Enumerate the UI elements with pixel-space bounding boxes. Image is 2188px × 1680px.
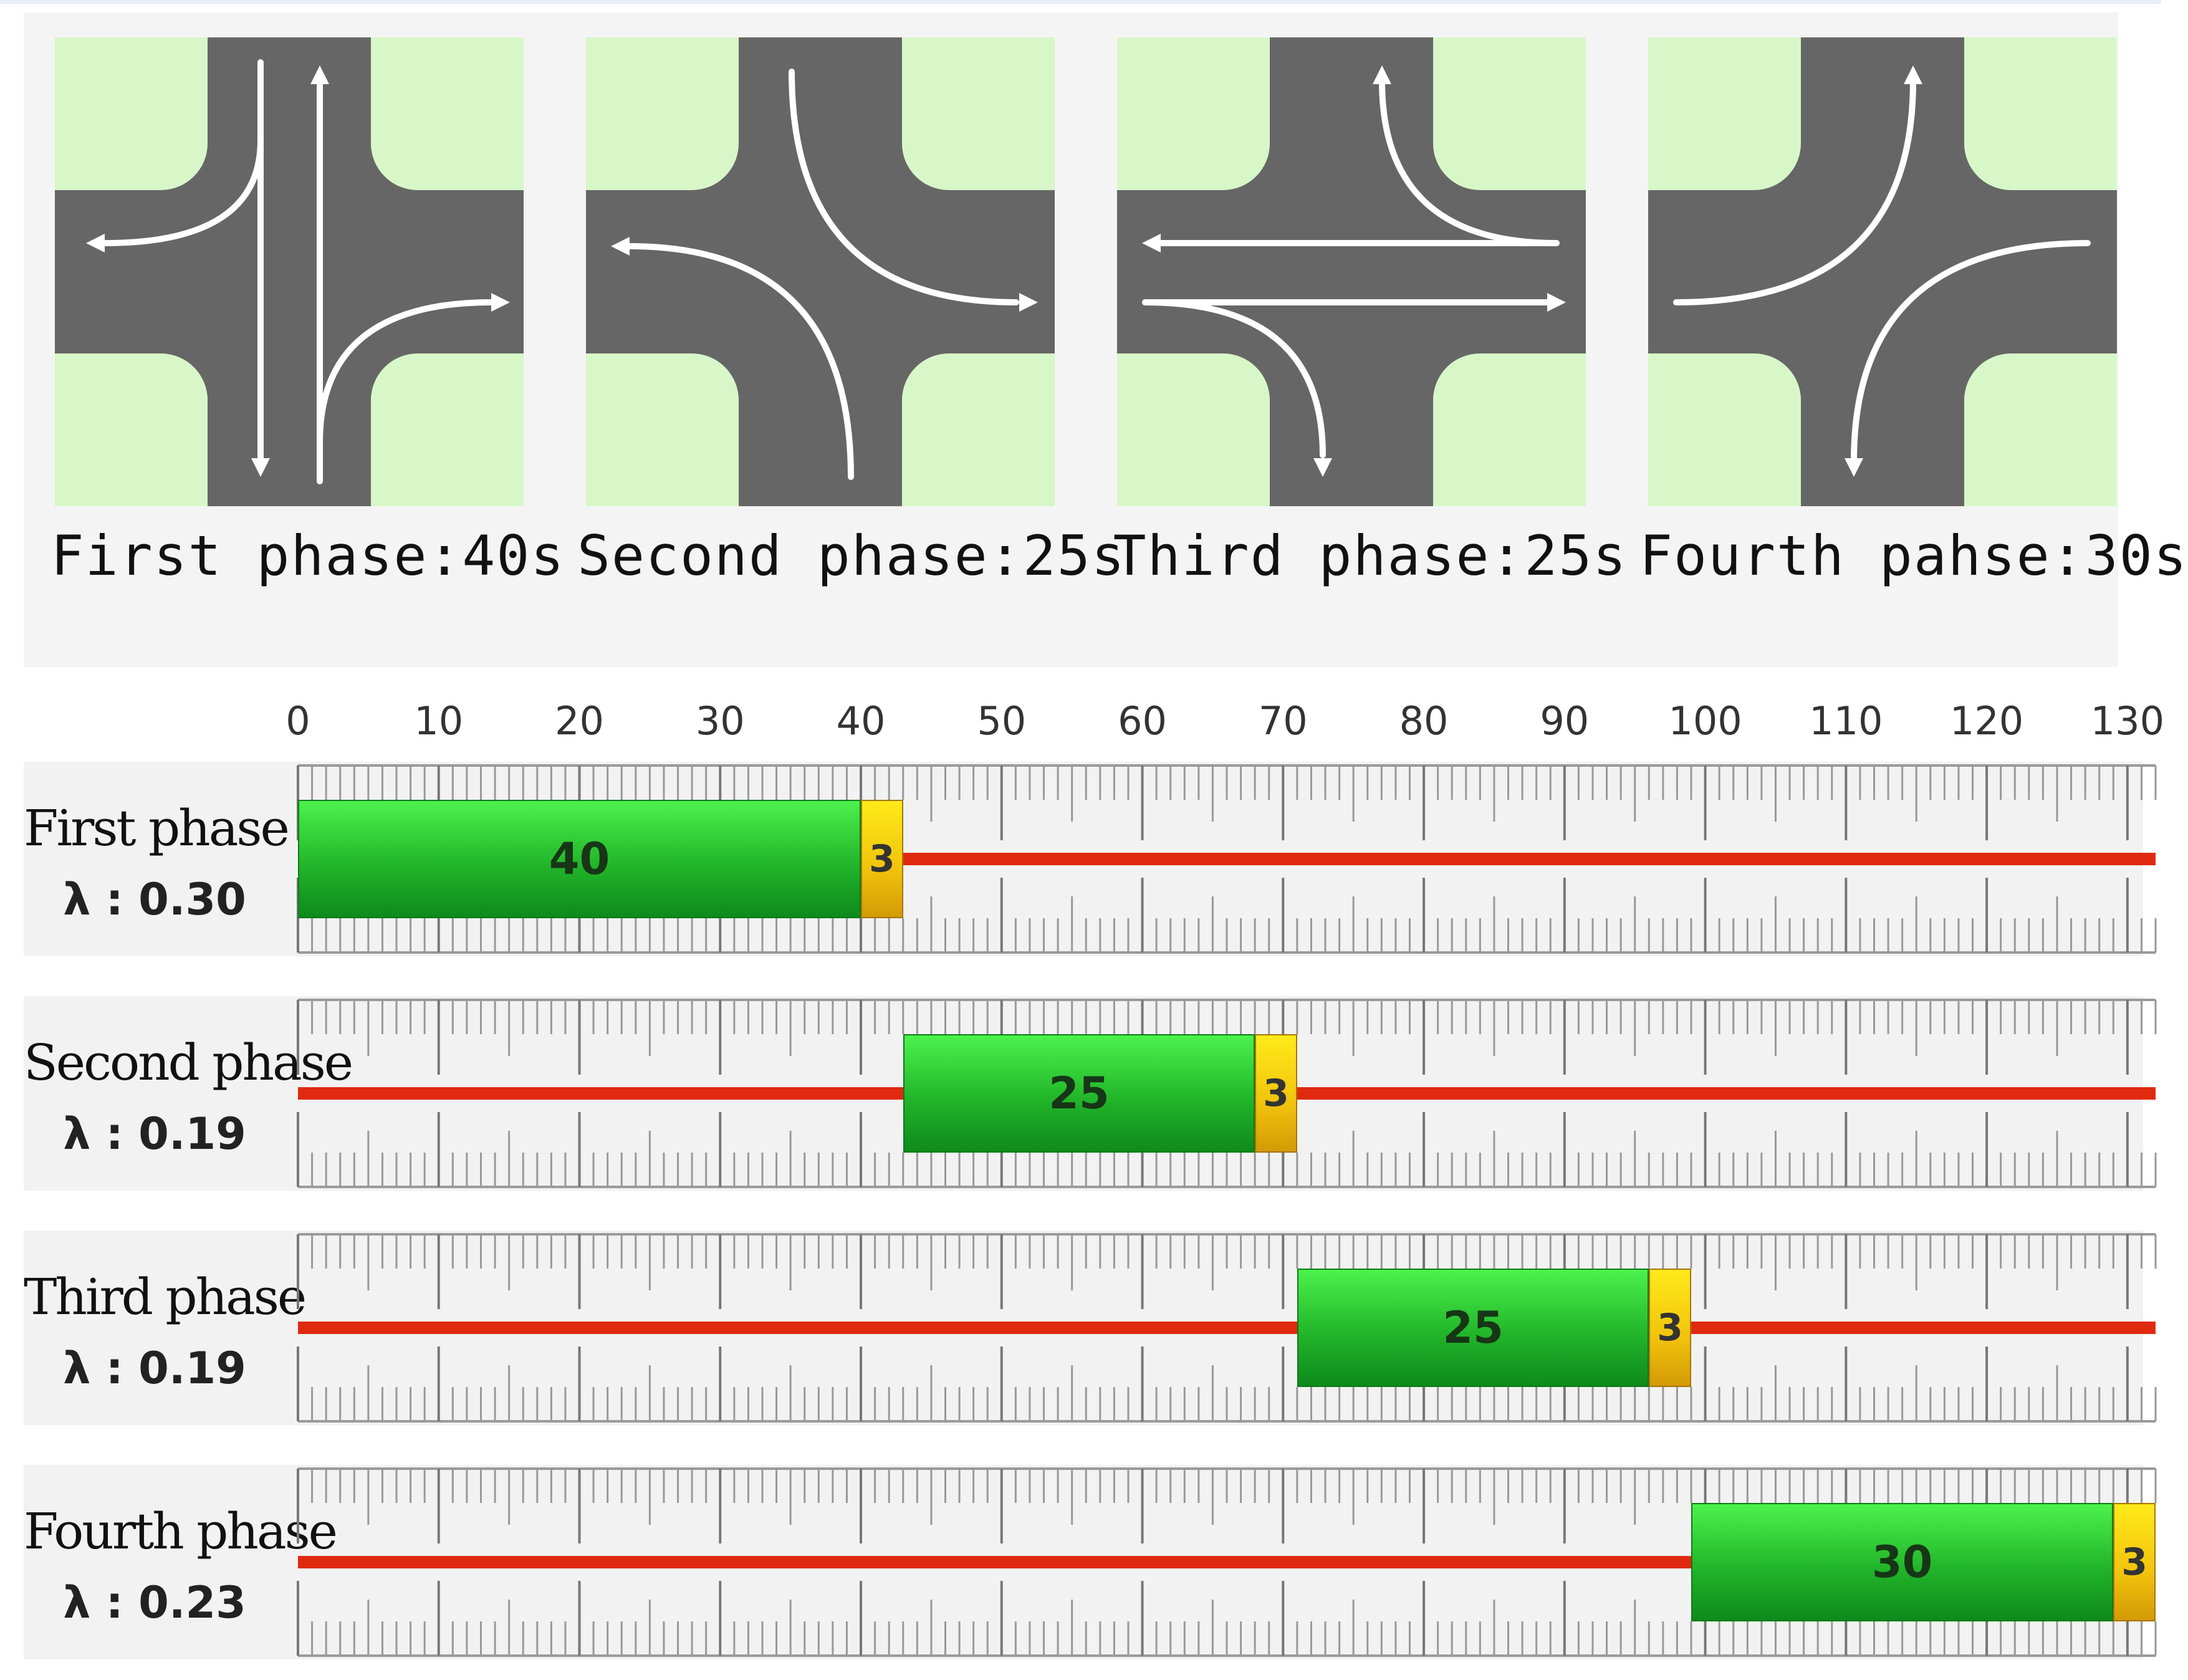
- row-label: Third phase: [24, 1268, 307, 1326]
- row-lambda: λ : 0.19: [63, 1343, 246, 1394]
- phase-2-caption: Second phase:25s: [577, 524, 1126, 588]
- phase-2-diagram: [586, 37, 1055, 506]
- scale-tick-label: 120: [1949, 698, 2024, 744]
- phase-4-caption: Fourth pahse:30s: [1639, 524, 2188, 588]
- scale-tick-label: 70: [1258, 698, 1308, 744]
- green-time-bar: 25: [903, 1034, 1255, 1153]
- ruler-ticks: [297, 1233, 2157, 1423]
- scale-tick-label: 40: [836, 698, 886, 744]
- row-label: Second phase: [24, 1034, 353, 1092]
- row-label: First phase: [24, 799, 290, 857]
- yellow-time-bar: 3: [1255, 1034, 1297, 1153]
- green-time-bar: 30: [1691, 1503, 2114, 1621]
- green-time-bar: 40: [298, 800, 861, 918]
- scale-tick-label: 100: [1668, 698, 1742, 744]
- timeline-scale: 0 10 20 30 40 50 60 70 80 90 100 110 120 130: [0, 698, 2165, 754]
- scale-tick-label: 0: [285, 698, 310, 744]
- scale-tick-label: 130: [2090, 698, 2165, 744]
- scale-tick-label: 60: [1118, 698, 1167, 744]
- scale-tick-label: 20: [555, 698, 604, 744]
- yellow-time-bar: 3: [861, 800, 903, 918]
- intersection-2-icon: [586, 37, 1055, 506]
- intersection-1-icon: [55, 37, 524, 506]
- intersection-3-icon: [1117, 37, 1586, 506]
- phase-1-diagram: [55, 37, 524, 506]
- scale-tick-label: 50: [977, 698, 1027, 744]
- ruler-ticks: [297, 764, 2157, 954]
- phase-diagram-panel: First phase:40s Second phase:25s Third p…: [24, 12, 2187, 667]
- phase-3-caption: Third phase:25s: [1113, 524, 1628, 588]
- scale-tick-label: 80: [1399, 698, 1449, 744]
- yellow-time-bar: 3: [1649, 1269, 1691, 1387]
- row-lambda: λ : 0.19: [63, 1108, 246, 1159]
- intersection-4-icon: [1648, 37, 2117, 506]
- green-time-bar: 25: [1297, 1269, 1649, 1387]
- row-lambda: λ : 0.23: [63, 1577, 246, 1628]
- ruler-ticks: [297, 1467, 2157, 1657]
- row-label: Fourth phase: [24, 1502, 338, 1560]
- yellow-time-bar: 3: [2113, 1503, 2156, 1621]
- scale-tick-label: 10: [414, 698, 464, 744]
- phase-1-caption: First phase:40s: [50, 524, 565, 588]
- red-signal-line: [298, 1322, 2156, 1334]
- scale-tick-label: 30: [695, 698, 745, 744]
- scale-tick-label: 110: [1809, 698, 1883, 744]
- phase-3-diagram: [1117, 37, 1586, 506]
- top-border: [0, 0, 2161, 4]
- phase-4-diagram: [1648, 37, 2117, 506]
- row-lambda: λ : 0.30: [63, 874, 246, 925]
- scale-tick-label: 90: [1540, 698, 1590, 744]
